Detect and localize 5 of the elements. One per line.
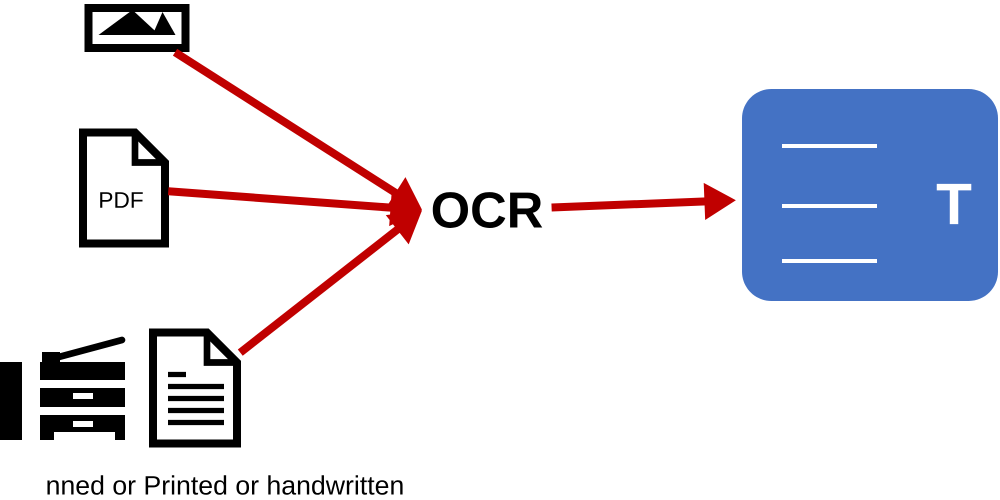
- process-label: OCR: [432, 192, 542, 228]
- picture-icon: [84, 4, 190, 52]
- document-icon: [149, 328, 241, 448]
- caption-text: nned or Printed or handwritten: [47, 475, 403, 495]
- text-document-box: T: [742, 89, 998, 301]
